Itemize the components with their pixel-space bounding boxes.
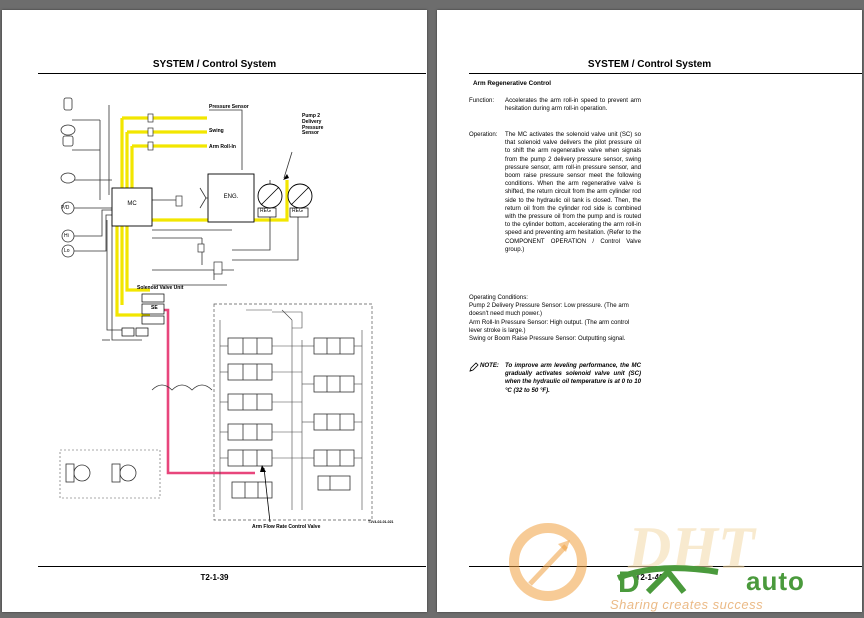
reg-label-1: REG — [260, 208, 271, 214]
figure-id: T1V4-02-01-021 — [368, 520, 394, 524]
watermark-brand: auto — [746, 566, 805, 596]
lo-label: Lo — [64, 248, 70, 254]
reg-label-2: REG — [292, 208, 303, 214]
mc-label: MC — [127, 201, 137, 207]
function-term: Function: — [469, 97, 495, 104]
callout-arrow — [260, 465, 266, 472]
arm-roll-in-label: Arm Roll-In — [209, 144, 236, 150]
pencil-note-icon — [469, 362, 479, 372]
callout-line — [263, 467, 271, 523]
watermark-tagline: Sharing creates success — [610, 597, 764, 612]
right-page: SYSTEM / Control System Arm Regenerative… — [437, 10, 862, 612]
pressure-sensor-label: Pressure Sensor — [209, 104, 249, 110]
hi-label: Hi — [64, 233, 69, 239]
condition-item: Pump 2 Delivery Pressure Sensor: Low pre… — [469, 302, 629, 318]
wiring — [72, 105, 299, 391]
page-title: SYSTEM / Control System — [152, 59, 277, 70]
note-label: NOTE: — [480, 362, 499, 369]
fan-icon — [199, 187, 208, 209]
valve-internal-lines — [219, 309, 363, 510]
operation-term: Operation: — [469, 131, 498, 138]
pd-label: P/D — [61, 205, 70, 211]
valve-spools-right — [313, 337, 355, 491]
engine-box — [207, 173, 255, 223]
left-page: SYSTEM / Control System — [2, 10, 427, 612]
pump-frame — [59, 449, 161, 499]
operation-text: The MC activates the solenoid valve unit… — [505, 131, 641, 253]
pump2-sensor-label: Pump 2 Delivery Pressure Sensor — [302, 113, 324, 137]
page-title: SYSTEM / Control System — [587, 59, 712, 70]
reg-box-1 — [257, 207, 277, 218]
header-rule — [38, 73, 426, 74]
pressure-sensor-icons — [147, 113, 223, 275]
left-sensor-icons — [60, 97, 76, 258]
pilot-line — [162, 308, 255, 475]
solenoid-valve-unit — [121, 293, 165, 337]
bottom-pump-icons — [65, 463, 137, 483]
hydraulic-circuit-diagram — [59, 97, 373, 523]
operating-conditions: Operating Conditions: Pump 2 Delivery Pr… — [469, 294, 641, 343]
page-number: T2-1-39 — [200, 573, 229, 582]
condition-item: Swing or Boom Raise Pressure Sensor: Out… — [469, 335, 626, 343]
header-rule — [469, 73, 862, 74]
mc-box — [111, 187, 153, 227]
arm-flow-valve-label: Arm Flow Rate Control Valve — [252, 524, 321, 530]
control-valve-frame — [213, 303, 373, 521]
swing-label: Swing — [209, 128, 224, 134]
eng-label: ENG. — [223, 194, 239, 200]
function-text: Accelerates the arm roll-in speed to pre… — [505, 97, 641, 113]
solenoid-valve-unit-label: Solenoid Valve Unit — [137, 285, 184, 291]
note-text: To improve arm leveling performance, the… — [505, 362, 641, 394]
reg-box-2 — [289, 207, 309, 218]
condition-item: Arm Roll-In Pressure Sensor: High output… — [469, 318, 630, 334]
footer-rule — [38, 566, 426, 567]
section-title: Arm Regenerative Control — [473, 80, 552, 87]
conditions-title: Operating Conditions: — [469, 294, 528, 301]
sensor-arrow — [283, 174, 289, 180]
se-label: SE — [151, 305, 158, 311]
